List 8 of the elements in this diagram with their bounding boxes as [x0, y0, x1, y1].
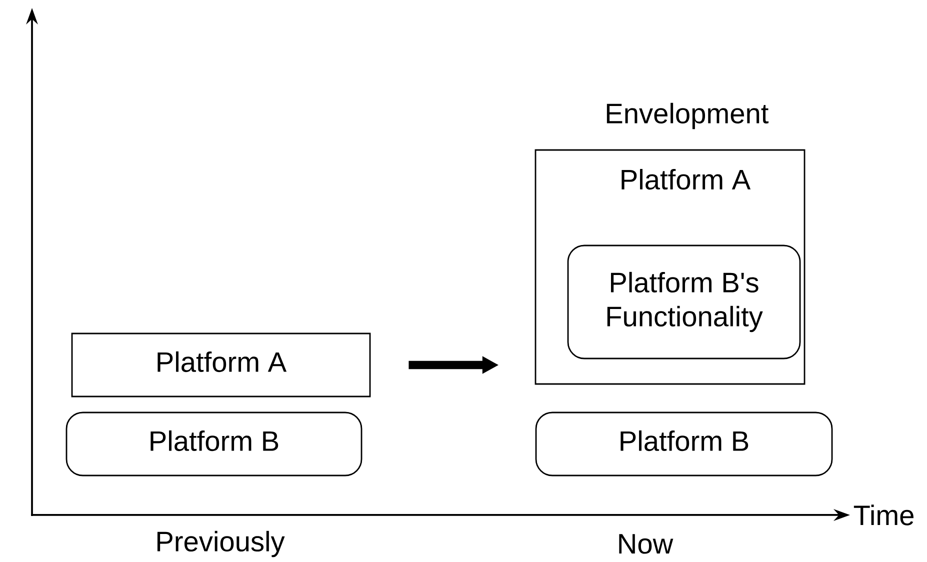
node-label: Envelopment — [606, 102, 768, 130]
rounded-box: Platform B — [535, 412, 833, 476]
axis-label: Now — [619, 534, 674, 554]
rounded-box: Platform B — [66, 412, 362, 476]
platform-box: Platform A — [71, 332, 371, 398]
rounded-box: Platform B's Functionality — [567, 244, 801, 360]
axis-label: Previously — [157, 530, 285, 558]
axis-label: Time — [854, 504, 914, 526]
